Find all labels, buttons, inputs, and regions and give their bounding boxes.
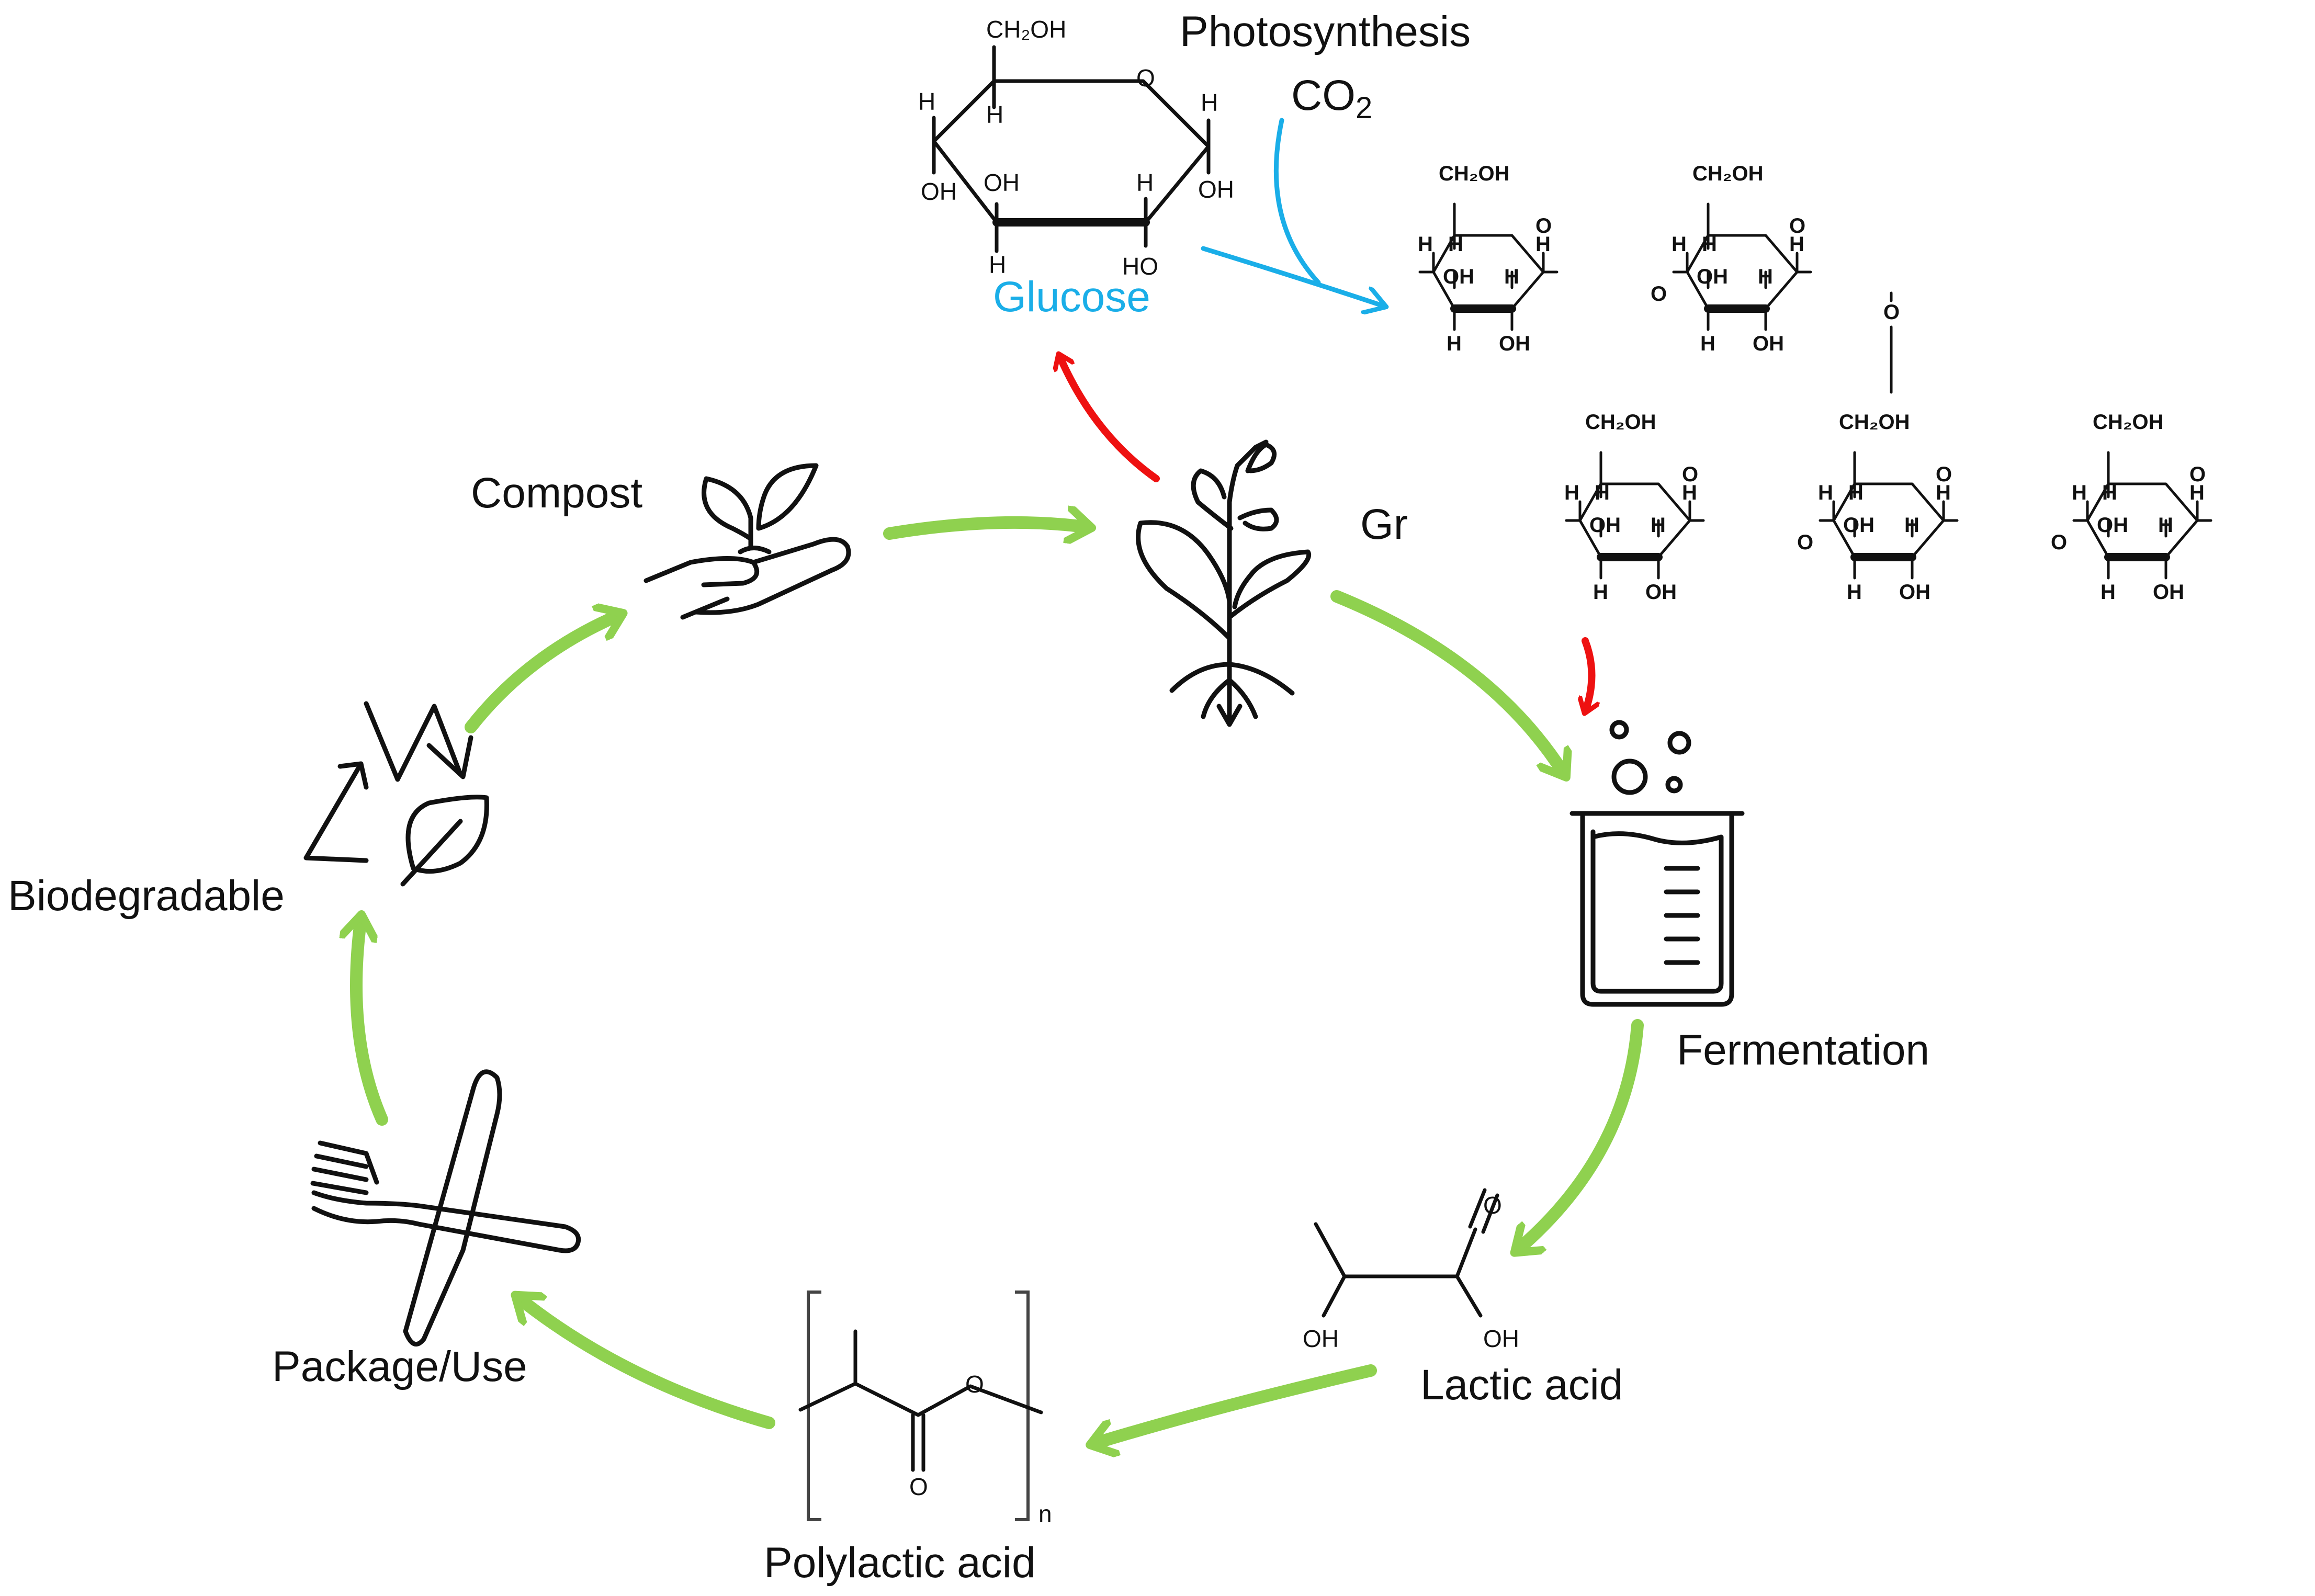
arrow-package-to-biodegradable	[356, 918, 388, 1126]
svg-text:OH: OH	[2153, 581, 2184, 604]
svg-text:n: n	[1038, 1500, 1052, 1527]
compost-label: Compost	[471, 469, 642, 517]
photosynthesis-blue-arrow	[1201, 246, 1384, 306]
svg-text:CH₂OH: CH₂OH	[1439, 162, 1510, 185]
svg-text:O: O	[1797, 531, 1813, 554]
svg-text:H: H	[1672, 233, 1687, 256]
svg-text:OH: OH	[1843, 514, 1874, 537]
fermentation-label: Fermentation	[1677, 1026, 1929, 1074]
svg-text:O: O	[1936, 463, 1952, 486]
svg-text:H: H	[2101, 581, 2116, 604]
starch-molecule: CH₂OH O H H H OH H H OH O CH₂OH O H H H …	[1418, 162, 2211, 604]
svg-text:OH: OH	[921, 178, 957, 205]
polylactic-acid-molecule: O O n	[798, 1291, 1052, 1527]
svg-text:CH₂OH: CH₂OH	[1585, 411, 1656, 434]
svg-text:H: H	[2158, 514, 2173, 537]
svg-text:O: O	[1651, 282, 1667, 305]
glucose-label: Glucose	[993, 273, 1150, 321]
svg-text:H: H	[1564, 481, 1579, 504]
svg-text:O: O	[2189, 463, 2206, 486]
svg-text:O: O	[2051, 531, 2067, 554]
co2-label: CO2	[1291, 72, 1372, 125]
compost-hand-sprout-icon	[643, 463, 851, 620]
svg-text:O: O	[1883, 301, 1900, 324]
svg-text:OH: OH	[1899, 581, 1930, 604]
lactic-acid-molecule: O OH OH	[1303, 1188, 1519, 1352]
arrow-starch-to-fermentation	[1585, 637, 1592, 711]
svg-text:H: H	[1818, 481, 1833, 504]
svg-text:O: O	[965, 1371, 984, 1398]
svg-text:OH: OH	[1589, 514, 1621, 537]
svg-text:H: H	[1936, 481, 1951, 504]
svg-text:H: H	[1758, 265, 1773, 288]
plant-icon	[1136, 439, 1311, 727]
svg-text:OH: OH	[1697, 265, 1728, 288]
svg-text:O: O	[1136, 64, 1155, 92]
cutlery-icon	[310, 1069, 581, 1347]
svg-text:H: H	[1593, 581, 1608, 604]
polylactic-acid-label: Polylactic acid	[764, 1539, 1036, 1587]
svg-text:H: H	[1702, 233, 1717, 256]
biodegradable-label: Biodegradable	[8, 872, 285, 920]
svg-text:H: H	[2072, 481, 2087, 504]
arrow-compost-to-grow	[883, 523, 1088, 534]
svg-text:H: H	[1447, 332, 1462, 355]
co2-blue-arrow	[1273, 118, 1321, 285]
svg-text:H: H	[986, 101, 1003, 128]
svg-text:OH: OH	[1198, 176, 1234, 203]
svg-text:H: H	[918, 88, 935, 115]
svg-text:CH₂OH: CH₂OH	[1839, 411, 1910, 434]
grow-label: Gr	[1360, 501, 1408, 548]
svg-text:OH: OH	[1499, 332, 1530, 355]
svg-text:CH₂OH: CH₂OH	[1692, 162, 1764, 185]
svg-text:H: H	[1651, 514, 1666, 537]
svg-text:OH: OH	[1483, 1325, 1519, 1352]
lactic-acid-label: Lactic acid	[1420, 1361, 1623, 1409]
photosynthesis-title: Photosynthesis	[1180, 8, 1471, 55]
svg-text:OH: OH	[2097, 514, 2128, 537]
arrow-fermentation-to-lactic-acid	[1517, 1019, 1644, 1250]
recycle-leaf-icon	[303, 701, 489, 887]
svg-text:O: O	[1535, 214, 1552, 237]
package-use-label: Package/Use	[272, 1343, 527, 1390]
svg-text:O: O	[1682, 463, 1698, 486]
glucose-molecule: CH₂OH O H H H OH OH H OH H HO	[918, 16, 1234, 280]
fermentation-beaker-icon	[1569, 720, 1745, 1007]
svg-text:H: H	[1847, 581, 1862, 604]
svg-text:H: H	[1904, 514, 1919, 537]
svg-text:OH: OH	[1753, 332, 1784, 355]
svg-text:H: H	[1848, 481, 1864, 504]
svg-text:O: O	[1789, 214, 1805, 237]
svg-text:OH: OH	[1645, 581, 1677, 604]
arrow-plant-to-glucose	[1059, 356, 1160, 482]
svg-text:CH₂OH: CH₂OH	[2093, 411, 2164, 434]
svg-text:HO: HO	[1122, 253, 1158, 280]
arrow-grow-to-fermentation	[1330, 590, 1564, 774]
svg-text:H: H	[1504, 265, 1519, 288]
svg-text:H: H	[1595, 481, 1610, 504]
svg-text:H: H	[989, 251, 1006, 278]
svg-text:CH₂OH: CH₂OH	[986, 16, 1066, 43]
cycle-arrows	[356, 523, 1644, 1444]
svg-text:H: H	[1535, 233, 1551, 256]
arrow-lactic-acid-to-pla	[1093, 1364, 1377, 1444]
svg-text:H: H	[1201, 89, 1218, 116]
svg-text:H: H	[1700, 332, 1715, 355]
svg-text:OH: OH	[1303, 1325, 1339, 1352]
svg-text:O: O	[1483, 1192, 1502, 1219]
svg-text:OH: OH	[1443, 265, 1474, 288]
arrow-biodegradable-to-compost	[465, 615, 620, 733]
svg-text:O: O	[909, 1473, 928, 1500]
svg-text:H: H	[1136, 169, 1154, 196]
svg-text:OH: OH	[984, 169, 1020, 196]
svg-text:H: H	[1682, 481, 1697, 504]
svg-text:H: H	[1418, 233, 1433, 256]
svg-text:H: H	[2102, 481, 2117, 504]
svg-text:H: H	[2189, 481, 2205, 504]
arrow-pla-to-package	[518, 1297, 775, 1429]
svg-text:H: H	[1789, 233, 1804, 256]
svg-text:H: H	[1448, 233, 1463, 256]
